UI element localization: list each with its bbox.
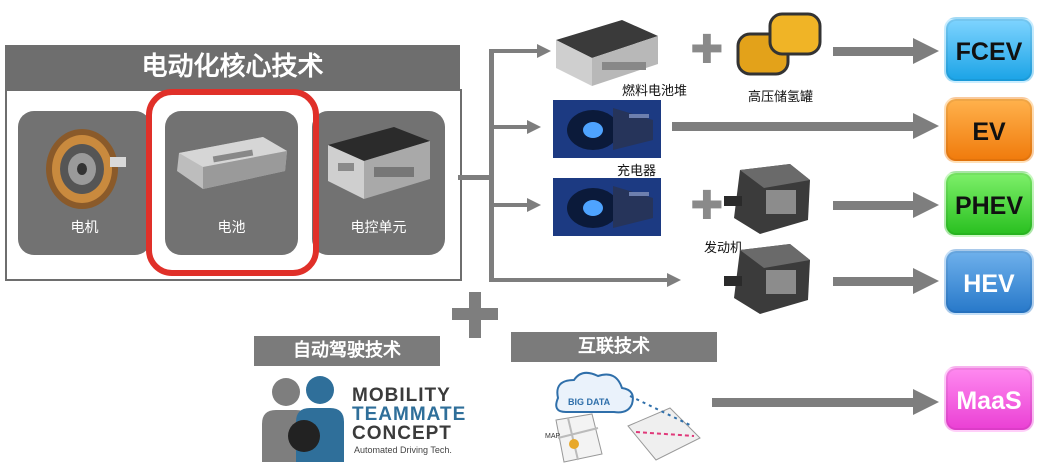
- people-silhouette-icon: [262, 376, 344, 462]
- charger-image: [553, 100, 661, 158]
- branch-arrowhead-hev: [667, 273, 681, 287]
- map-label: MAP: [545, 433, 561, 440]
- battery-label: 电池: [217, 220, 246, 236]
- hydrogen-tank-icon: [736, 12, 822, 76]
- branch-arrowhead-phev: [527, 198, 541, 212]
- phev-badge: PHEV: [944, 171, 1034, 237]
- arrow-head-fcev: [913, 38, 939, 64]
- hev-badge: HEV: [944, 249, 1034, 315]
- connector-vertical: [489, 49, 494, 282]
- plus-icon: ✚: [690, 183, 724, 229]
- charger-label: 充电器: [617, 164, 657, 179]
- fcev-badge: FCEV: [944, 17, 1034, 83]
- charger-icon: [553, 100, 661, 158]
- core-tech-title: 电动化核心技术: [5, 45, 460, 90]
- arrow-head-maas: [913, 389, 939, 415]
- arrow-head-ev: [913, 113, 939, 139]
- charger-icon: [553, 178, 661, 236]
- big-data-label: BIG DATA: [568, 397, 611, 407]
- branch-arrowhead-ev: [527, 120, 541, 134]
- arrow-shaft-maas: [712, 398, 915, 407]
- logo-line-mobility: MOBILITY: [352, 385, 451, 406]
- charger-image-phev: [553, 178, 661, 236]
- battery-icon: [177, 137, 287, 189]
- engine-label: 发动机: [704, 241, 744, 256]
- connector-horizontal: [458, 175, 492, 180]
- branch-line-ev: [489, 125, 529, 129]
- motor-icon: [46, 129, 126, 209]
- motor-tile: 电机: [18, 111, 151, 255]
- branch-line-fcev: [489, 49, 539, 53]
- logo-line-teammate: TEAMMATE: [352, 404, 467, 425]
- arrow-head-phev: [913, 192, 939, 218]
- logo-line-concept: CONCEPT: [352, 423, 452, 444]
- big-data-illustration: [555, 371, 701, 463]
- connected-title: 互联技术: [511, 332, 717, 362]
- maas-badge: MaaS: [944, 366, 1034, 432]
- branch-arrowhead-fcev: [537, 44, 551, 58]
- arrow-shaft-ev: [672, 122, 915, 131]
- engine-icon: [724, 164, 810, 234]
- ev-badge: EV: [944, 97, 1034, 163]
- arrow-head-hev: [913, 268, 939, 294]
- arrow-shaft-hev: [833, 277, 915, 286]
- battery-tile: 电池: [165, 111, 298, 255]
- hydrogen-tank-label: 高压储氢罐: [748, 90, 814, 105]
- fuel-cell-stack-icon: [556, 20, 658, 86]
- arrow-shaft-fcev: [833, 47, 915, 56]
- battery-highlight: [146, 89, 319, 276]
- ecu-label: 电控单元: [350, 220, 407, 236]
- arrow-shaft-phev: [833, 201, 915, 210]
- logo-tagline: Automated Driving Tech.: [354, 445, 452, 455]
- branch-line-phev: [489, 203, 529, 207]
- ecu-icon: [328, 127, 430, 199]
- autonomous-title: 自动驾驶技术: [254, 336, 440, 366]
- engine-icon: [724, 244, 810, 314]
- big-plus-vertical: [469, 292, 481, 338]
- motor-label: 电机: [70, 220, 99, 236]
- fuel-cell-stack-label: 燃料电池堆: [622, 84, 688, 99]
- ecu-tile: 电控单元: [312, 111, 445, 255]
- plus-icon: ✚: [690, 27, 724, 73]
- branch-line-hev: [489, 278, 669, 282]
